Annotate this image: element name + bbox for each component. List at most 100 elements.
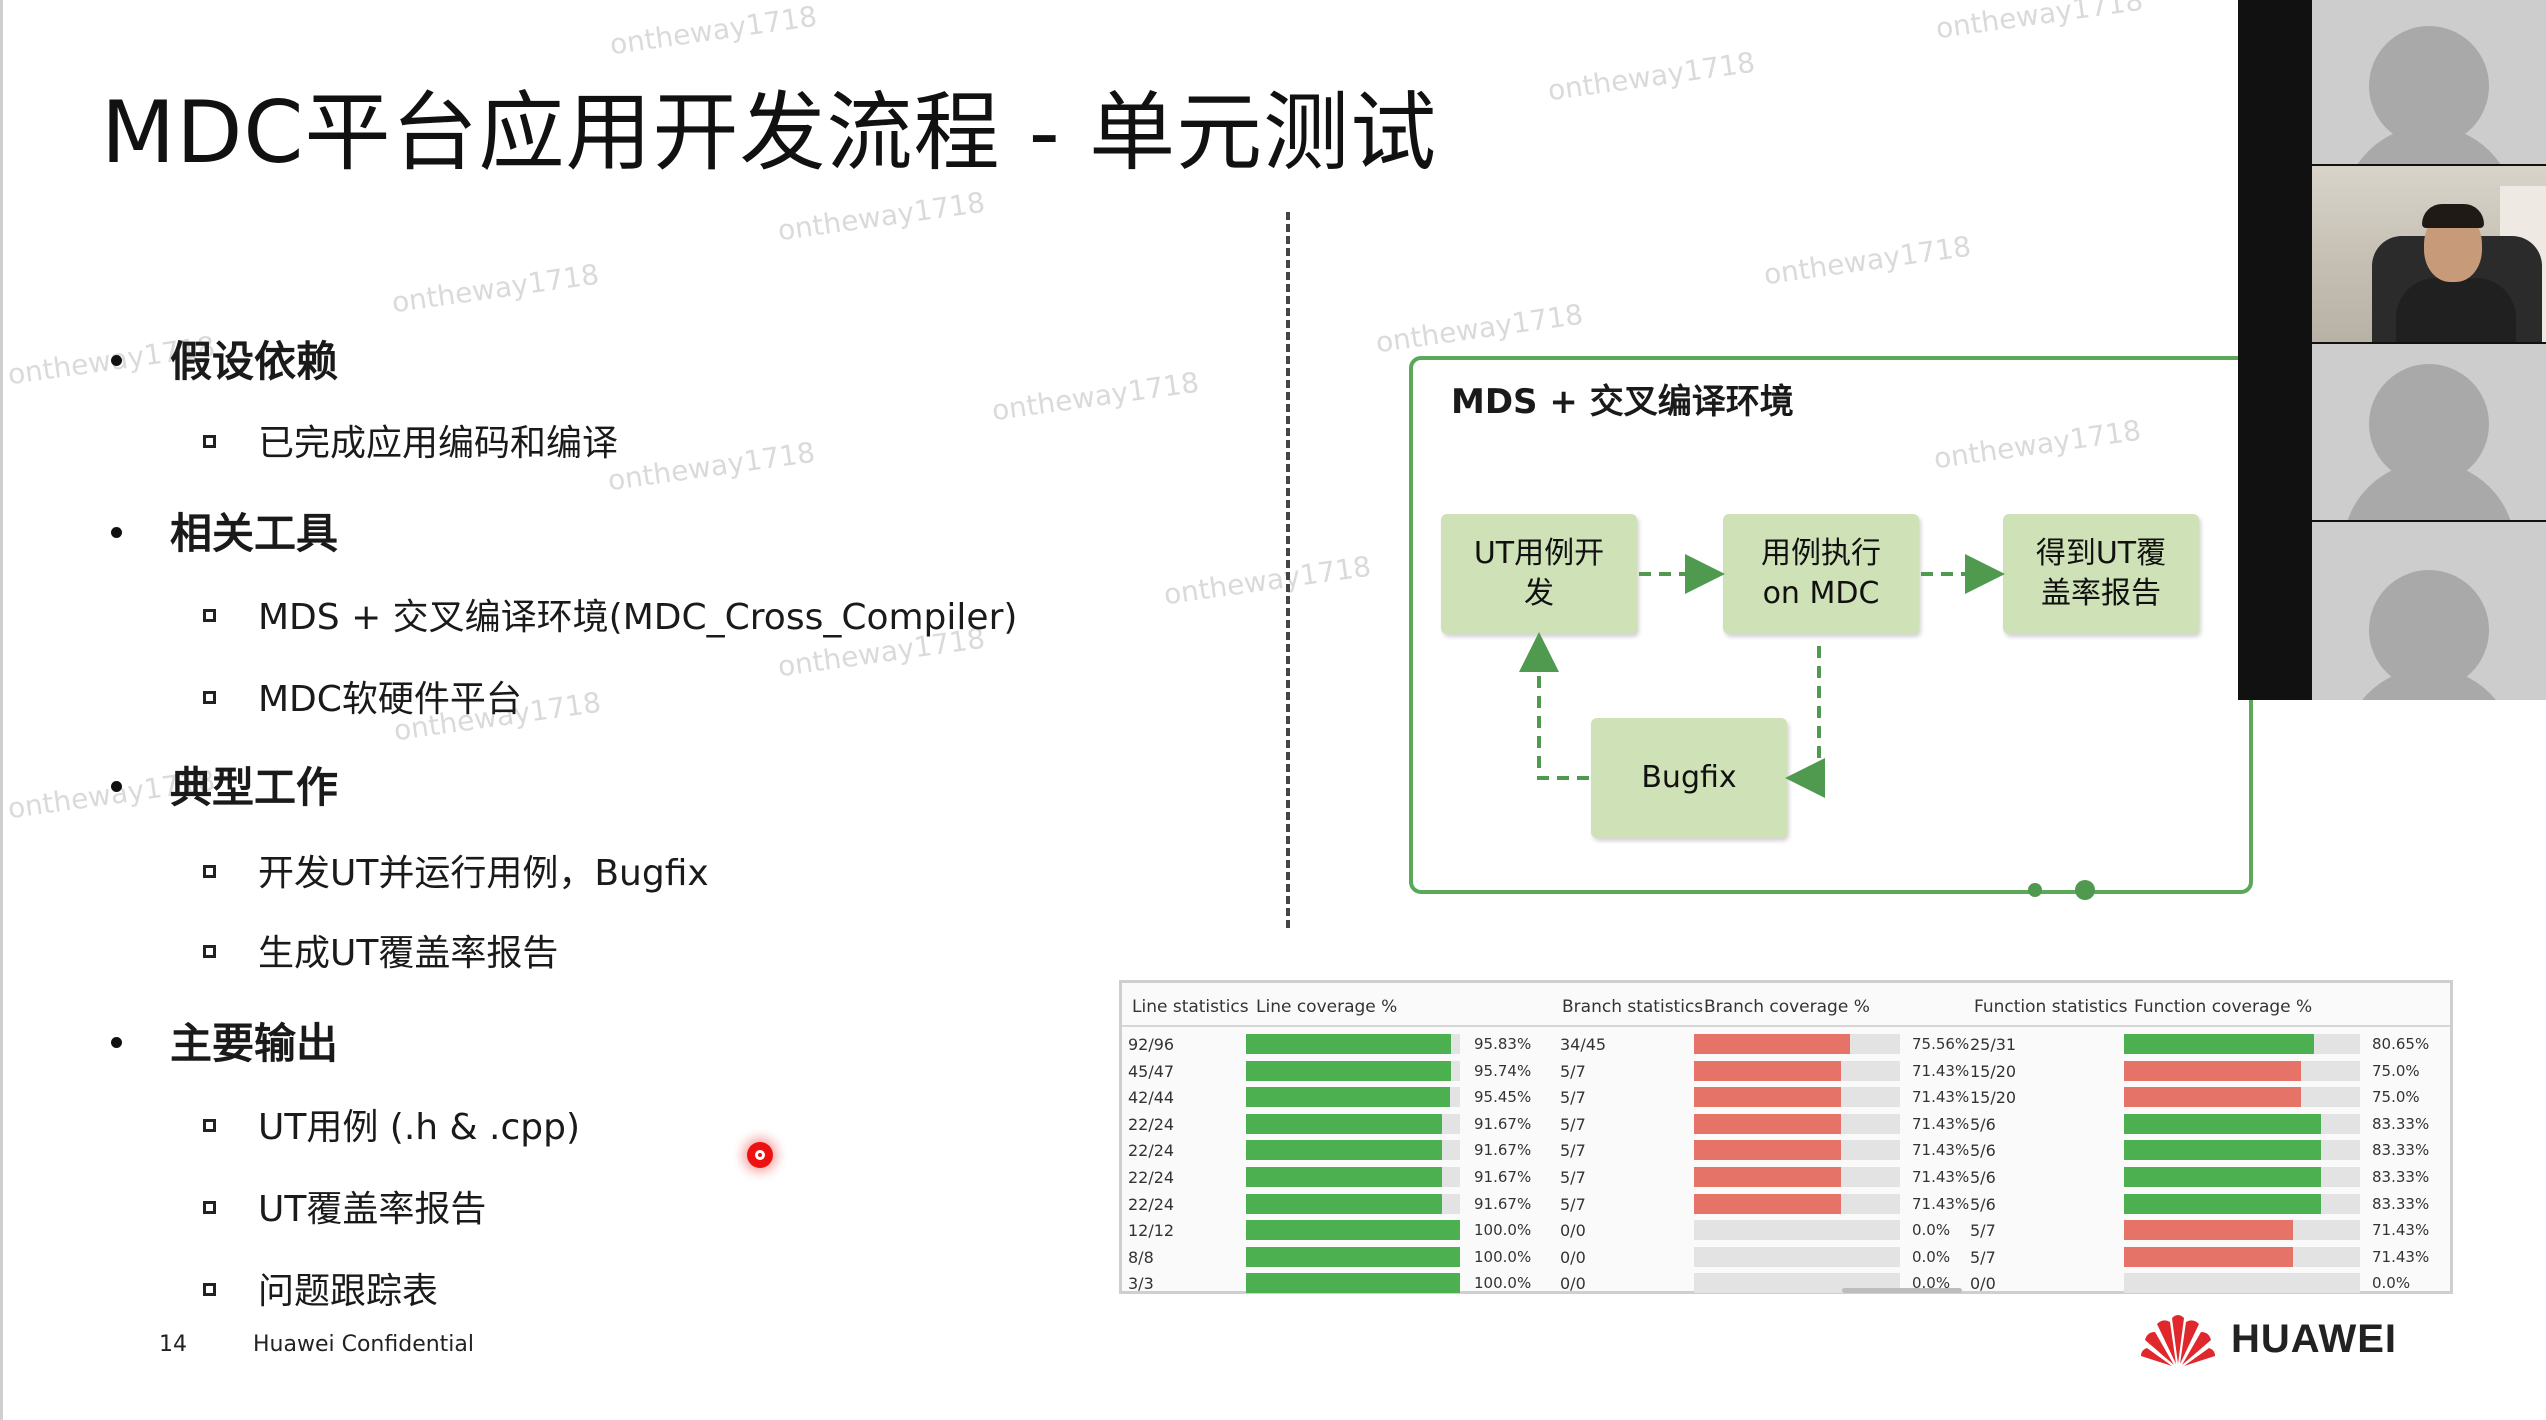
huawei-logo: HUAWEI <box>2139 1310 2397 1368</box>
branch-statistics-cell: 5/7 <box>1560 1168 1586 1187</box>
square-bullet-icon <box>203 608 216 622</box>
avatar-body-icon <box>2343 462 2515 520</box>
arrow-bugfix-to-develop <box>1519 632 1589 780</box>
watermark: ontheway1718 <box>1545 45 1757 108</box>
line-coverage-bar <box>1246 1193 1460 1214</box>
bullet-heading: 假设依赖 <box>111 328 338 389</box>
column-header: Line coverage % <box>1256 997 1398 1017</box>
branch-coverage-bar <box>1694 1034 1900 1054</box>
branch-coverage-fill <box>1694 1113 1842 1134</box>
participant-tile[interactable] <box>2312 522 2546 700</box>
line-coverage-fill <box>1246 1034 1452 1054</box>
bullet-item: 开发UT并运行用例，Bugfix <box>203 844 709 896</box>
func-coverage-bar <box>2124 1193 2360 1214</box>
func-coverage-percent: 83.33% <box>2372 1194 2430 1213</box>
line-coverage-percent: 95.45% <box>1474 1088 1532 1107</box>
bullet-item: 生成UT覆盖率报告 <box>203 924 558 976</box>
square-bullet-icon <box>203 434 216 448</box>
line-coverage-percent: 91.67% <box>1474 1114 1532 1133</box>
branch-coverage-percent: 71.43% <box>1912 1194 1970 1213</box>
func-coverage-percent: 83.33% <box>2372 1168 2430 1186</box>
watermark: ontheway1718 <box>1761 229 1973 292</box>
line-coverage-fill <box>1246 1113 1443 1134</box>
confidential-label: Huawei Confidential <box>253 1332 474 1357</box>
func-coverage-percent: 75.0% <box>2372 1061 2420 1080</box>
line-coverage-percent: 95.74% <box>1474 1061 1532 1080</box>
line-statistics-cell: 92/96 <box>1128 1035 1175 1054</box>
branch-statistics-cell: 5/7 <box>1560 1141 1586 1161</box>
line-coverage-bar <box>1246 1087 1460 1108</box>
participant-video[interactable] <box>2312 166 2546 342</box>
column-header: Branch coverage % <box>1704 997 1870 1017</box>
square-bullet-icon <box>203 1118 216 1132</box>
line-coverage-bar <box>1246 1220 1460 1241</box>
func-coverage-fill <box>2124 1087 2301 1108</box>
func-coverage-bar <box>2124 1034 2360 1054</box>
bullet-item: MDS + 交叉编译环境(MDC_Cross_Compiler) <box>203 588 1017 640</box>
branch-coverage-fill <box>1694 1193 1842 1214</box>
bullet-heading: 相关工具 <box>111 500 338 561</box>
func-statistics-cell: 5/7 <box>1970 1247 1996 1267</box>
line-coverage-fill <box>1246 1246 1460 1267</box>
square-bullet-icon <box>203 1282 216 1296</box>
func-coverage-fill <box>2124 1060 2301 1081</box>
branch-coverage-fill <box>1694 1087 1842 1108</box>
line-statistics-cell: 45/47 <box>1128 1061 1175 1081</box>
branch-coverage-bar <box>1694 1220 1900 1241</box>
branch-coverage-percent: 0.0% <box>1912 1247 1951 1266</box>
avatar <box>2312 344 2546 520</box>
column-header: Branch statistics <box>1562 997 1704 1017</box>
line-coverage-percent: 100.0% <box>1474 1274 1532 1293</box>
column-header: Function coverage % <box>2134 997 2313 1017</box>
bullet-item: MDC软硬件平台 <box>203 670 522 722</box>
func-coverage-percent: 71.43% <box>2372 1221 2430 1240</box>
scrollbar[interactable] <box>1842 1288 1962 1293</box>
avatar <box>2312 0 2546 164</box>
branch-coverage-fill <box>1694 1060 1842 1081</box>
branch-statistics-cell: 34/45 <box>1560 1035 1607 1054</box>
page-number: 14 <box>159 1332 187 1357</box>
watermark: ontheway1718 <box>1933 0 2145 46</box>
bullet-item: UT用例 (.h & .cpp) <box>203 1098 580 1150</box>
func-coverage-fill <box>2124 1167 2321 1187</box>
func-coverage-bar <box>2124 1220 2360 1241</box>
slide-title: MDC平台应用开发流程 - 单元测试 <box>101 83 1438 183</box>
branch-coverage-bar <box>1694 1060 1900 1081</box>
video-participant-panel <box>2238 0 2546 700</box>
line-coverage-bar <box>1246 1246 1460 1267</box>
branch-coverage-fill <box>1694 1167 1842 1187</box>
line-coverage-percent: 95.83% <box>1474 1035 1532 1053</box>
person-hair <box>2422 204 2484 228</box>
line-coverage-fill <box>1246 1087 1451 1108</box>
laser-pointer-icon <box>747 1142 773 1168</box>
participant-tile[interactable] <box>2312 344 2546 520</box>
flow-box-bugfix: Bugfix <box>1591 718 1787 838</box>
func-coverage-bar <box>2124 1167 2360 1187</box>
bullet-item: 已完成应用编码和编译 <box>203 414 618 466</box>
watermark: ontheway1718 <box>605 435 817 498</box>
line-statistics-cell: 22/24 <box>1128 1168 1175 1187</box>
square-bullet-icon <box>203 944 216 958</box>
line-coverage-fill <box>1246 1167 1443 1187</box>
func-coverage-percent: 0.0% <box>2372 1274 2411 1293</box>
bullet-heading: 主要输出 <box>111 1010 338 1071</box>
participant-tile[interactable] <box>2312 0 2546 164</box>
branch-coverage-percent: 75.56% <box>1912 1035 1970 1053</box>
arrow-execute-to-bugfix <box>1785 646 1825 798</box>
camera-feed <box>2312 166 2546 342</box>
line-coverage-bar <box>1246 1034 1460 1054</box>
func-coverage-percent: 71.43% <box>2372 1247 2430 1266</box>
branch-coverage-bar <box>1694 1113 1900 1134</box>
branch-coverage-percent: 71.43% <box>1912 1114 1970 1133</box>
branch-statistics-cell: 0/0 <box>1560 1221 1586 1241</box>
bullet-dot-icon <box>111 527 122 538</box>
flow-box-develop: UT用例开 发 <box>1441 514 1637 634</box>
branch-coverage-bar <box>1694 1140 1900 1161</box>
flow-arrows <box>1519 554 2095 900</box>
bullet-item: UT覆盖率报告 <box>203 1180 486 1232</box>
